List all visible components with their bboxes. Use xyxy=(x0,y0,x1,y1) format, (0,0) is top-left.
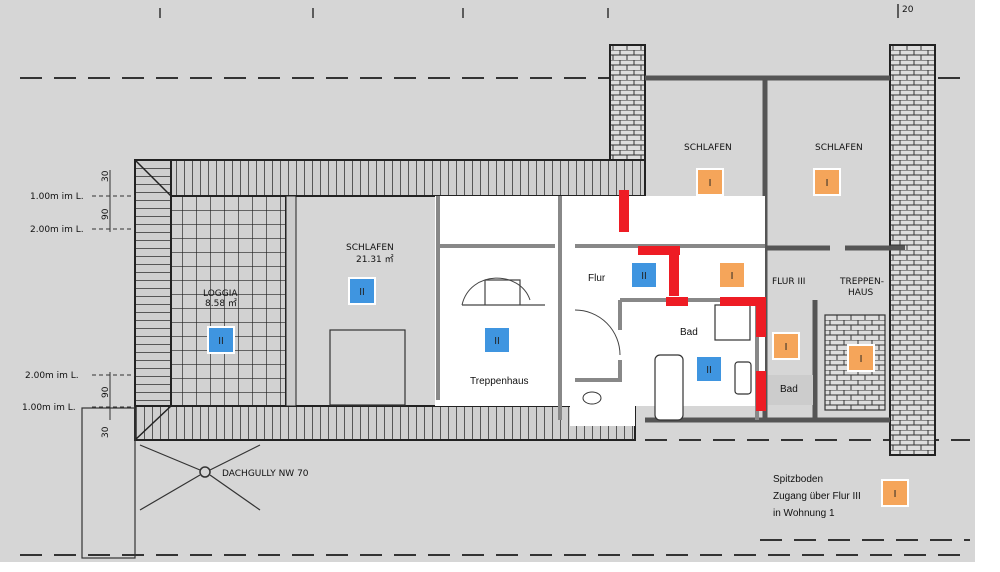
door-swing xyxy=(574,309,621,356)
badge-loggia: II xyxy=(207,326,235,354)
dim-top-1: 1.00m im L. xyxy=(30,192,84,202)
loggia-floor xyxy=(170,195,287,407)
dim-bottom-1: 1.00m im L. xyxy=(22,403,76,413)
dim-90-top: 90 xyxy=(101,208,111,220)
sheet-number: 20 xyxy=(902,5,914,15)
bathtub xyxy=(654,354,684,421)
badge-treppenhaus-right: I xyxy=(847,344,875,372)
bed xyxy=(329,329,406,406)
treppenhaus-right-label-2: HAUS xyxy=(848,288,874,298)
svg-text:I: I xyxy=(709,178,712,189)
badge-schlafen-1: I xyxy=(696,168,724,196)
badge-bad: II xyxy=(695,355,723,383)
dim-30-bottom: 30 xyxy=(101,426,111,438)
dim-top-2: 2.00m im L. xyxy=(30,225,84,235)
loggia-area: 8.58 ㎡ xyxy=(205,298,237,309)
svg-text:II: II xyxy=(359,287,365,298)
svg-text:II: II xyxy=(494,336,500,347)
roof-band-left xyxy=(134,159,172,441)
washbasin xyxy=(734,361,752,395)
legend-line-3: in Wohnung 1 xyxy=(773,508,835,519)
svg-text:I: I xyxy=(894,489,897,500)
bad-label: Bad xyxy=(680,327,698,338)
shower xyxy=(714,304,751,341)
roof-band-top xyxy=(134,159,646,197)
schlafen-2-label: SCHLAFEN xyxy=(815,143,863,153)
new-walls xyxy=(619,190,766,411)
loggia-label: LOGGIA xyxy=(203,289,238,299)
svg-text:I: I xyxy=(785,342,788,353)
badge-schlafen-2: I xyxy=(813,168,841,196)
badge-schlafen-left: II xyxy=(348,277,376,305)
dim-bottom-2: 2.00m im L. xyxy=(25,371,79,381)
small-bath xyxy=(768,375,813,405)
treppenhaus-right-label-1: TREPPEN- xyxy=(839,277,884,287)
schlafen-left-area: 21.31 ㎡ xyxy=(356,254,394,265)
flur3-label: FLUR III xyxy=(772,277,805,287)
badge-flur-area: I xyxy=(718,261,746,289)
legend-line-2: Zugang über Flur III xyxy=(773,491,861,502)
badge-flur: II xyxy=(630,261,658,289)
svg-text:I: I xyxy=(731,271,734,282)
badge-flur3: I xyxy=(772,332,800,360)
flur-label: Flur xyxy=(588,273,606,284)
grid-ticks xyxy=(159,4,899,18)
dim-90-bottom: 90 xyxy=(101,386,111,398)
svg-text:II: II xyxy=(218,336,224,347)
svg-text:II: II xyxy=(641,271,647,282)
drain-icon xyxy=(199,466,211,478)
badge-treppenhaus: II xyxy=(483,326,511,354)
schlafen-1-label: SCHLAFEN xyxy=(684,143,732,153)
schlafen-left-label: SCHLAFEN xyxy=(346,243,394,253)
toilet xyxy=(582,391,602,405)
bad-small-label: Bad xyxy=(780,384,798,395)
roof-band-bottom xyxy=(134,405,636,441)
svg-text:I: I xyxy=(826,178,829,189)
dim-30-top: 30 xyxy=(101,170,111,182)
treppenhaus-label: Treppenhaus xyxy=(470,376,529,387)
dachgully-label: DACHGULLY NW 70 xyxy=(222,469,309,479)
legend-line-1: Spitzboden xyxy=(773,474,823,485)
badge-spitzboden: I xyxy=(881,479,909,507)
svg-text:I: I xyxy=(860,354,863,365)
svg-text:II: II xyxy=(706,365,712,376)
